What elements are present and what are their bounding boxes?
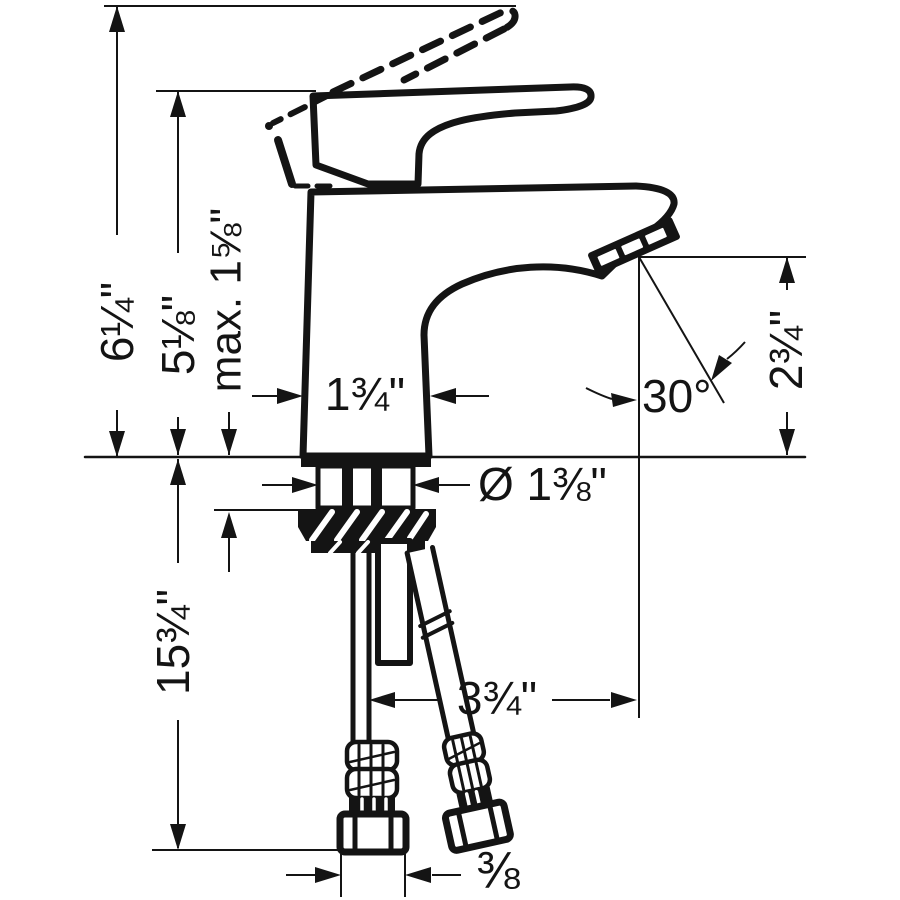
dim-max-mounting-label: max. 1⅝" <box>202 208 251 392</box>
hose-hex-nut <box>336 810 410 856</box>
faucet-outline <box>83 6 807 856</box>
dim-spout-reach <box>369 692 637 708</box>
dim-overall-height <box>109 6 125 457</box>
dim-connection-label: ⅜ <box>476 842 520 900</box>
ext-lines-connection <box>340 854 406 897</box>
dim-overall-height-label: 6¼" <box>91 282 143 362</box>
dim-stream-angle-label: 30° <box>642 370 712 422</box>
mounting-nut <box>298 509 436 555</box>
dimension-layer <box>104 5 806 897</box>
dim-hose-length-label: 15¾" <box>147 589 199 695</box>
faucet-body-spout <box>299 182 678 460</box>
dim-shank-diameter-label: Ø 1⅜" <box>478 458 607 510</box>
dim-spout-reach-label: 3¾" <box>457 672 537 724</box>
threaded-shank <box>315 463 416 511</box>
dim-connection <box>286 867 461 883</box>
dim-handle-height <box>170 91 186 455</box>
dim-handle-height-label: 5⅛" <box>152 295 204 375</box>
faucet-handle <box>309 83 595 188</box>
dim-stream-angle <box>585 341 746 407</box>
dim-body-width-label: 1¾" <box>325 368 405 420</box>
dim-body-width <box>252 388 489 404</box>
aerator <box>588 217 680 275</box>
mounting-stud <box>375 538 413 666</box>
raised-handle-bottom-edge <box>400 25 508 84</box>
raised-handle-dashed <box>265 6 519 188</box>
below-deck-hardware <box>298 459 514 856</box>
dim-outlet-height-label: 2¾" <box>760 310 812 390</box>
supply-hose-left <box>336 549 410 856</box>
dimension-labels: 6¼" 5⅛" max. 1⅝" 1¾" Ø 1⅜" 30° 2¾" 15¾" … <box>91 208 812 900</box>
stream-angle-line <box>638 256 725 404</box>
supply-hose-right <box>404 544 514 854</box>
dim-shank-diameter <box>262 477 470 493</box>
raised-handle-tip-dot <box>265 122 273 130</box>
handle-travel-stub <box>274 136 296 188</box>
dim-max-mounting <box>221 412 237 572</box>
raised-handle-tail-dashed <box>270 92 332 126</box>
dim-outlet-height <box>779 257 795 455</box>
dim-hose-length <box>170 459 186 850</box>
raised-handle-top-edge <box>329 6 519 96</box>
base-flange <box>301 459 431 467</box>
